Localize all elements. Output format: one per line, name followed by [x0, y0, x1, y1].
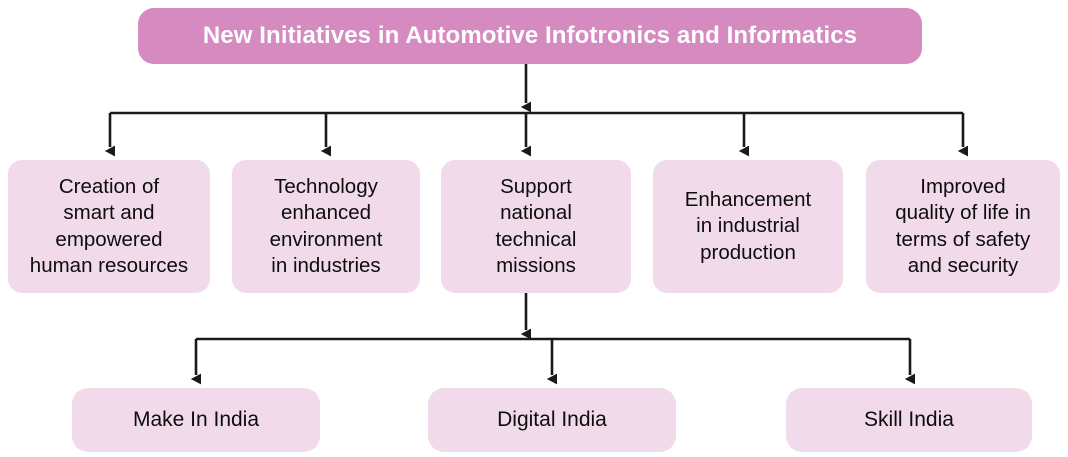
branch-node-4-label: Enhancement in industrial production [684, 188, 812, 264]
sub-branch-node-2: Digital India [428, 388, 676, 452]
title-node-label: New Initiatives in Automotive Infotronic… [202, 22, 858, 50]
branch-node-5-label: Improved quality of life in terms of saf… [895, 175, 1031, 277]
sub-branch-node-2-label: Digital India [497, 407, 607, 431]
branch-node-1: Creation of smart and empowered human re… [8, 160, 210, 293]
sub-branch-node-1-label: Make In India [132, 407, 260, 431]
title-node: New Initiatives in Automotive Infotronic… [138, 8, 922, 64]
branch-node-1-label: Creation of smart and empowered human re… [29, 175, 189, 277]
branch-node-5: Improved quality of life in terms of saf… [866, 160, 1060, 293]
branch-node-3: Support national technical missions [441, 160, 631, 293]
branch-node-4: Enhancement in industrial production [653, 160, 843, 293]
sub-branch-node-3-label: Skill India [864, 407, 954, 431]
branch-node-2-label: Technology enhanced environment in indus… [269, 175, 383, 277]
branch-node-2: Technology enhanced environment in indus… [232, 160, 420, 293]
sub-branch-node-1: Make In India [72, 388, 320, 452]
branch-node-3-label: Support national technical missions [495, 175, 577, 277]
sub-branch-node-3: Skill India [786, 388, 1032, 452]
